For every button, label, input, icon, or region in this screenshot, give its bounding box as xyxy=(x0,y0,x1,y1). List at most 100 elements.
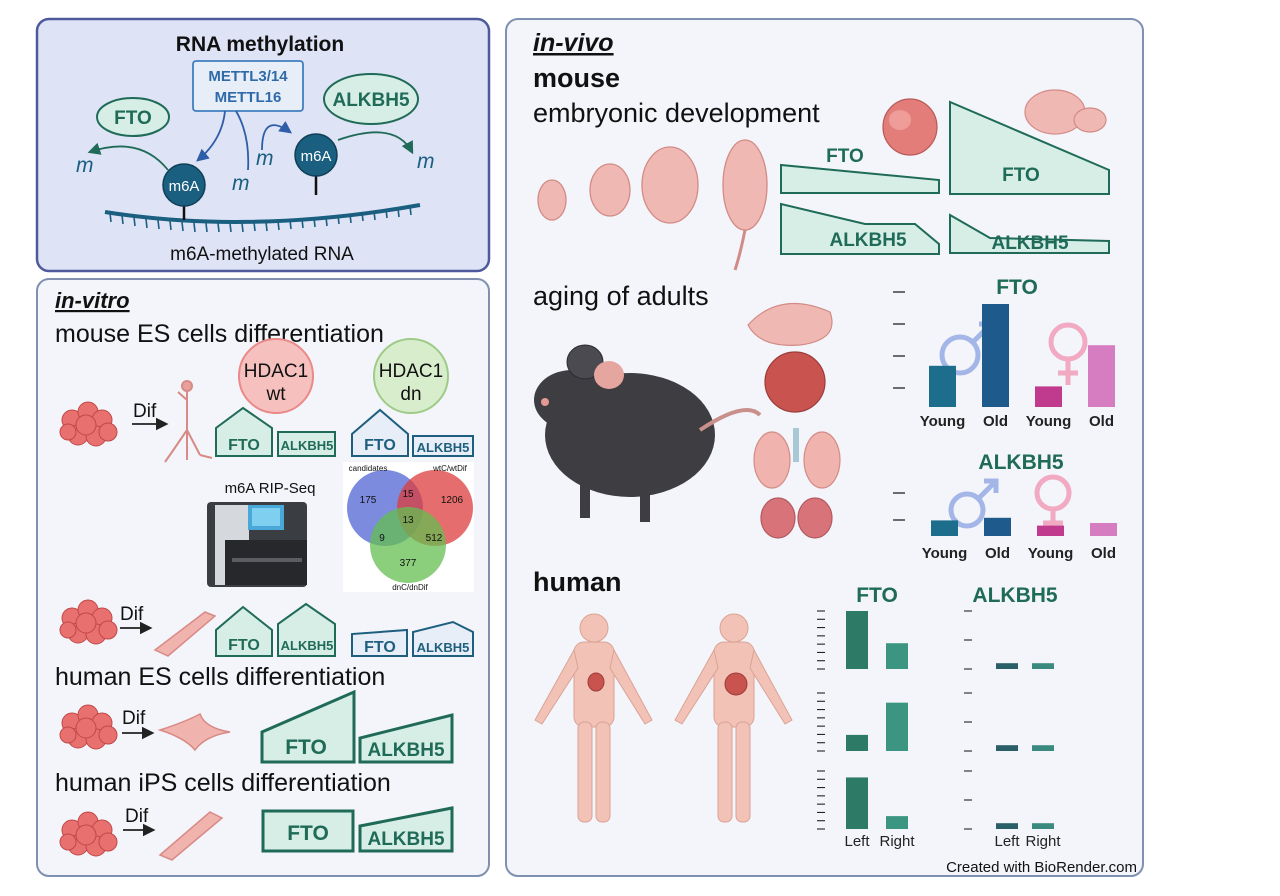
aging-alkbh5-title: ALKBH5 xyxy=(978,451,1063,474)
rna-bases xyxy=(109,205,412,233)
fto-label-embryo-right: FTO xyxy=(1002,165,1040,186)
aging-bar-chart-aging-fto-3 xyxy=(1088,345,1115,407)
human-bar-chart-human-alkbh5-1-1 xyxy=(1032,745,1054,751)
alkbh5-house-r2 xyxy=(277,602,336,657)
female-symbol-icon xyxy=(1048,322,1088,385)
venn-value-175: 175 xyxy=(360,495,377,506)
kidneys-icon xyxy=(760,497,833,539)
es-cell-cluster-2 xyxy=(59,599,118,645)
human-bar-chart-human-fto-2-0 xyxy=(846,777,868,829)
adult-mouse-illustration xyxy=(534,344,762,522)
alkbh5-eraser-label: ALKBH5 xyxy=(332,90,409,111)
human-bar-chart-human-fto-1-1 xyxy=(886,702,908,751)
fto-label-dn: FTO xyxy=(364,437,396,454)
fto-eraser-label: FTO xyxy=(114,108,152,129)
human-heading: human xyxy=(533,567,622,597)
dif-label-4: Dif xyxy=(125,806,149,827)
human-alkbh5-title: ALKBH5 xyxy=(972,584,1057,607)
fto-label-dn-r2: FTO xyxy=(364,639,396,656)
aging-bar-label-chart-aging-alkbh5-2: Young xyxy=(1028,545,1074,562)
aging-bar-label-chart-aging-fto-2: Young xyxy=(1026,413,1072,430)
human-alkbh5-chart: ALKBH5 Left Right xyxy=(964,584,1061,850)
writer-mettl16: METTL16 xyxy=(215,89,282,106)
fto-wedge-embryo-left xyxy=(780,163,940,194)
fto-eraser-ellipse xyxy=(96,97,170,137)
brain-slice-icon xyxy=(747,302,833,346)
aging-bar-label-chart-aging-fto-0: Young xyxy=(920,413,966,430)
alkbh5-wedge-hes xyxy=(358,713,454,764)
fto-label-ips: FTO xyxy=(287,822,329,845)
dif-label-1: Dif xyxy=(133,401,157,422)
heart-icon-aging xyxy=(764,351,826,413)
rna-caption: m6A-methylated RNA xyxy=(170,244,354,265)
human-bar-chart-human-alkbh5-2-1 xyxy=(1032,823,1054,829)
in-vitro-panel: in-vitro mouse ES cells differentiation … xyxy=(36,278,490,877)
alkbh5-house-dn xyxy=(412,435,474,457)
alkbh5-label-embryo-left: ALKBH5 xyxy=(829,230,906,251)
human-bar-chart-human-fto-2-1 xyxy=(886,816,908,829)
fto-box-ips xyxy=(261,809,355,853)
aging-bar-label-chart-aging-alkbh5-1: Old xyxy=(985,545,1010,562)
human-bar-chart-human-fto-1-0 xyxy=(846,734,868,751)
alkbh5-label-hes: ALKBH5 xyxy=(367,740,444,761)
human-ips-title: human iPS cells differentiation xyxy=(55,769,391,797)
aging-bar-chart-aging-alkbh5-2 xyxy=(1037,525,1064,536)
m-glyph-3: m xyxy=(256,147,274,170)
hdac1-dn-label-1: HDAC1 xyxy=(379,361,443,382)
alkbh5-wedge-embryo-right xyxy=(949,213,1110,254)
human-bar-chart-human-alkbh5-2-0 xyxy=(996,823,1018,829)
hdac1-dn-label-2: dn xyxy=(400,384,421,405)
fto-house-wt xyxy=(215,406,273,457)
sequencer-machine-icon xyxy=(207,502,307,587)
rna-panel-title: RNA methylation xyxy=(176,33,344,56)
in-vivo-heading: in-vivo xyxy=(533,29,614,57)
fto-wedge-embryo-right xyxy=(949,100,1110,195)
human-body-back-icon xyxy=(674,613,793,823)
m6a-node-right xyxy=(294,133,338,177)
dif-label-3: Dif xyxy=(122,708,146,729)
human-axis-label-chart-human-alkbh5-1: Right xyxy=(1025,833,1061,850)
male-symbol-icon-2 xyxy=(948,478,999,529)
es-cell-cluster-3 xyxy=(59,704,118,750)
fto-label-wt: FTO xyxy=(228,437,260,454)
fto-house-dn xyxy=(351,408,409,457)
alkbh5-wedge-embryo-left xyxy=(780,202,940,255)
neuron-illustration xyxy=(164,380,213,463)
hdac1-wt-label-1: HDAC1 xyxy=(244,361,308,382)
lungs-icon xyxy=(753,428,841,489)
rna-strand xyxy=(104,203,421,224)
m-glyph-1: m xyxy=(76,154,94,177)
venn-value-13: 13 xyxy=(402,515,414,526)
hdac1-dn-circle xyxy=(373,338,449,414)
aging-bar-chart-aging-alkbh5-0 xyxy=(931,520,958,536)
heart-organ-icon xyxy=(882,98,938,156)
fibroblast-cell-1 xyxy=(153,611,217,657)
alkbh5-label-dn-r2: ALKBH5 xyxy=(417,640,470,655)
in-vivo-panel: in-vivo mouse embryonic development FTO … xyxy=(505,18,1144,877)
fto-label-r2: FTO xyxy=(228,637,260,654)
embryo-stages-illustration xyxy=(537,139,768,271)
human-bar-chart-human-alkbh5-0-1 xyxy=(1032,663,1054,669)
aging-title: aging of adults xyxy=(533,281,709,311)
human-es-title: human ES cells differentiation xyxy=(55,663,385,691)
in-vitro-heading: in-vitro xyxy=(55,288,130,313)
mouse-heading: mouse xyxy=(533,63,620,93)
fto-wedge-hes xyxy=(260,689,356,764)
aging-bar-chart-aging-fto-0 xyxy=(929,365,956,407)
venn-value-15: 15 xyxy=(402,489,414,500)
human-fto-title: FTO xyxy=(856,584,898,607)
venn-label-dnc: dnC/dnDif xyxy=(392,583,428,592)
fibroblast-cell-3 xyxy=(158,811,224,861)
mouse-es-title: mouse ES cells differentiation xyxy=(55,320,384,348)
aging-bar-label-chart-aging-alkbh5-0: Young xyxy=(922,545,968,562)
aging-bar-chart-aging-fto-2 xyxy=(1035,386,1062,407)
aging-bar-chart-aging-alkbh5-3 xyxy=(1090,523,1117,536)
venn-diagram: candidates wtC/wtDif dnC/dnDif 175 15 12… xyxy=(343,462,474,592)
fto-label-hes: FTO xyxy=(285,736,327,759)
venn-label-candidates: candidates xyxy=(349,464,388,473)
human-bar-chart-human-fto-0-0 xyxy=(846,611,868,669)
alkbh5-label-embryo-right: ALKBH5 xyxy=(991,233,1068,254)
human-axis-label-chart-human-alkbh5-0: Left xyxy=(994,833,1020,850)
